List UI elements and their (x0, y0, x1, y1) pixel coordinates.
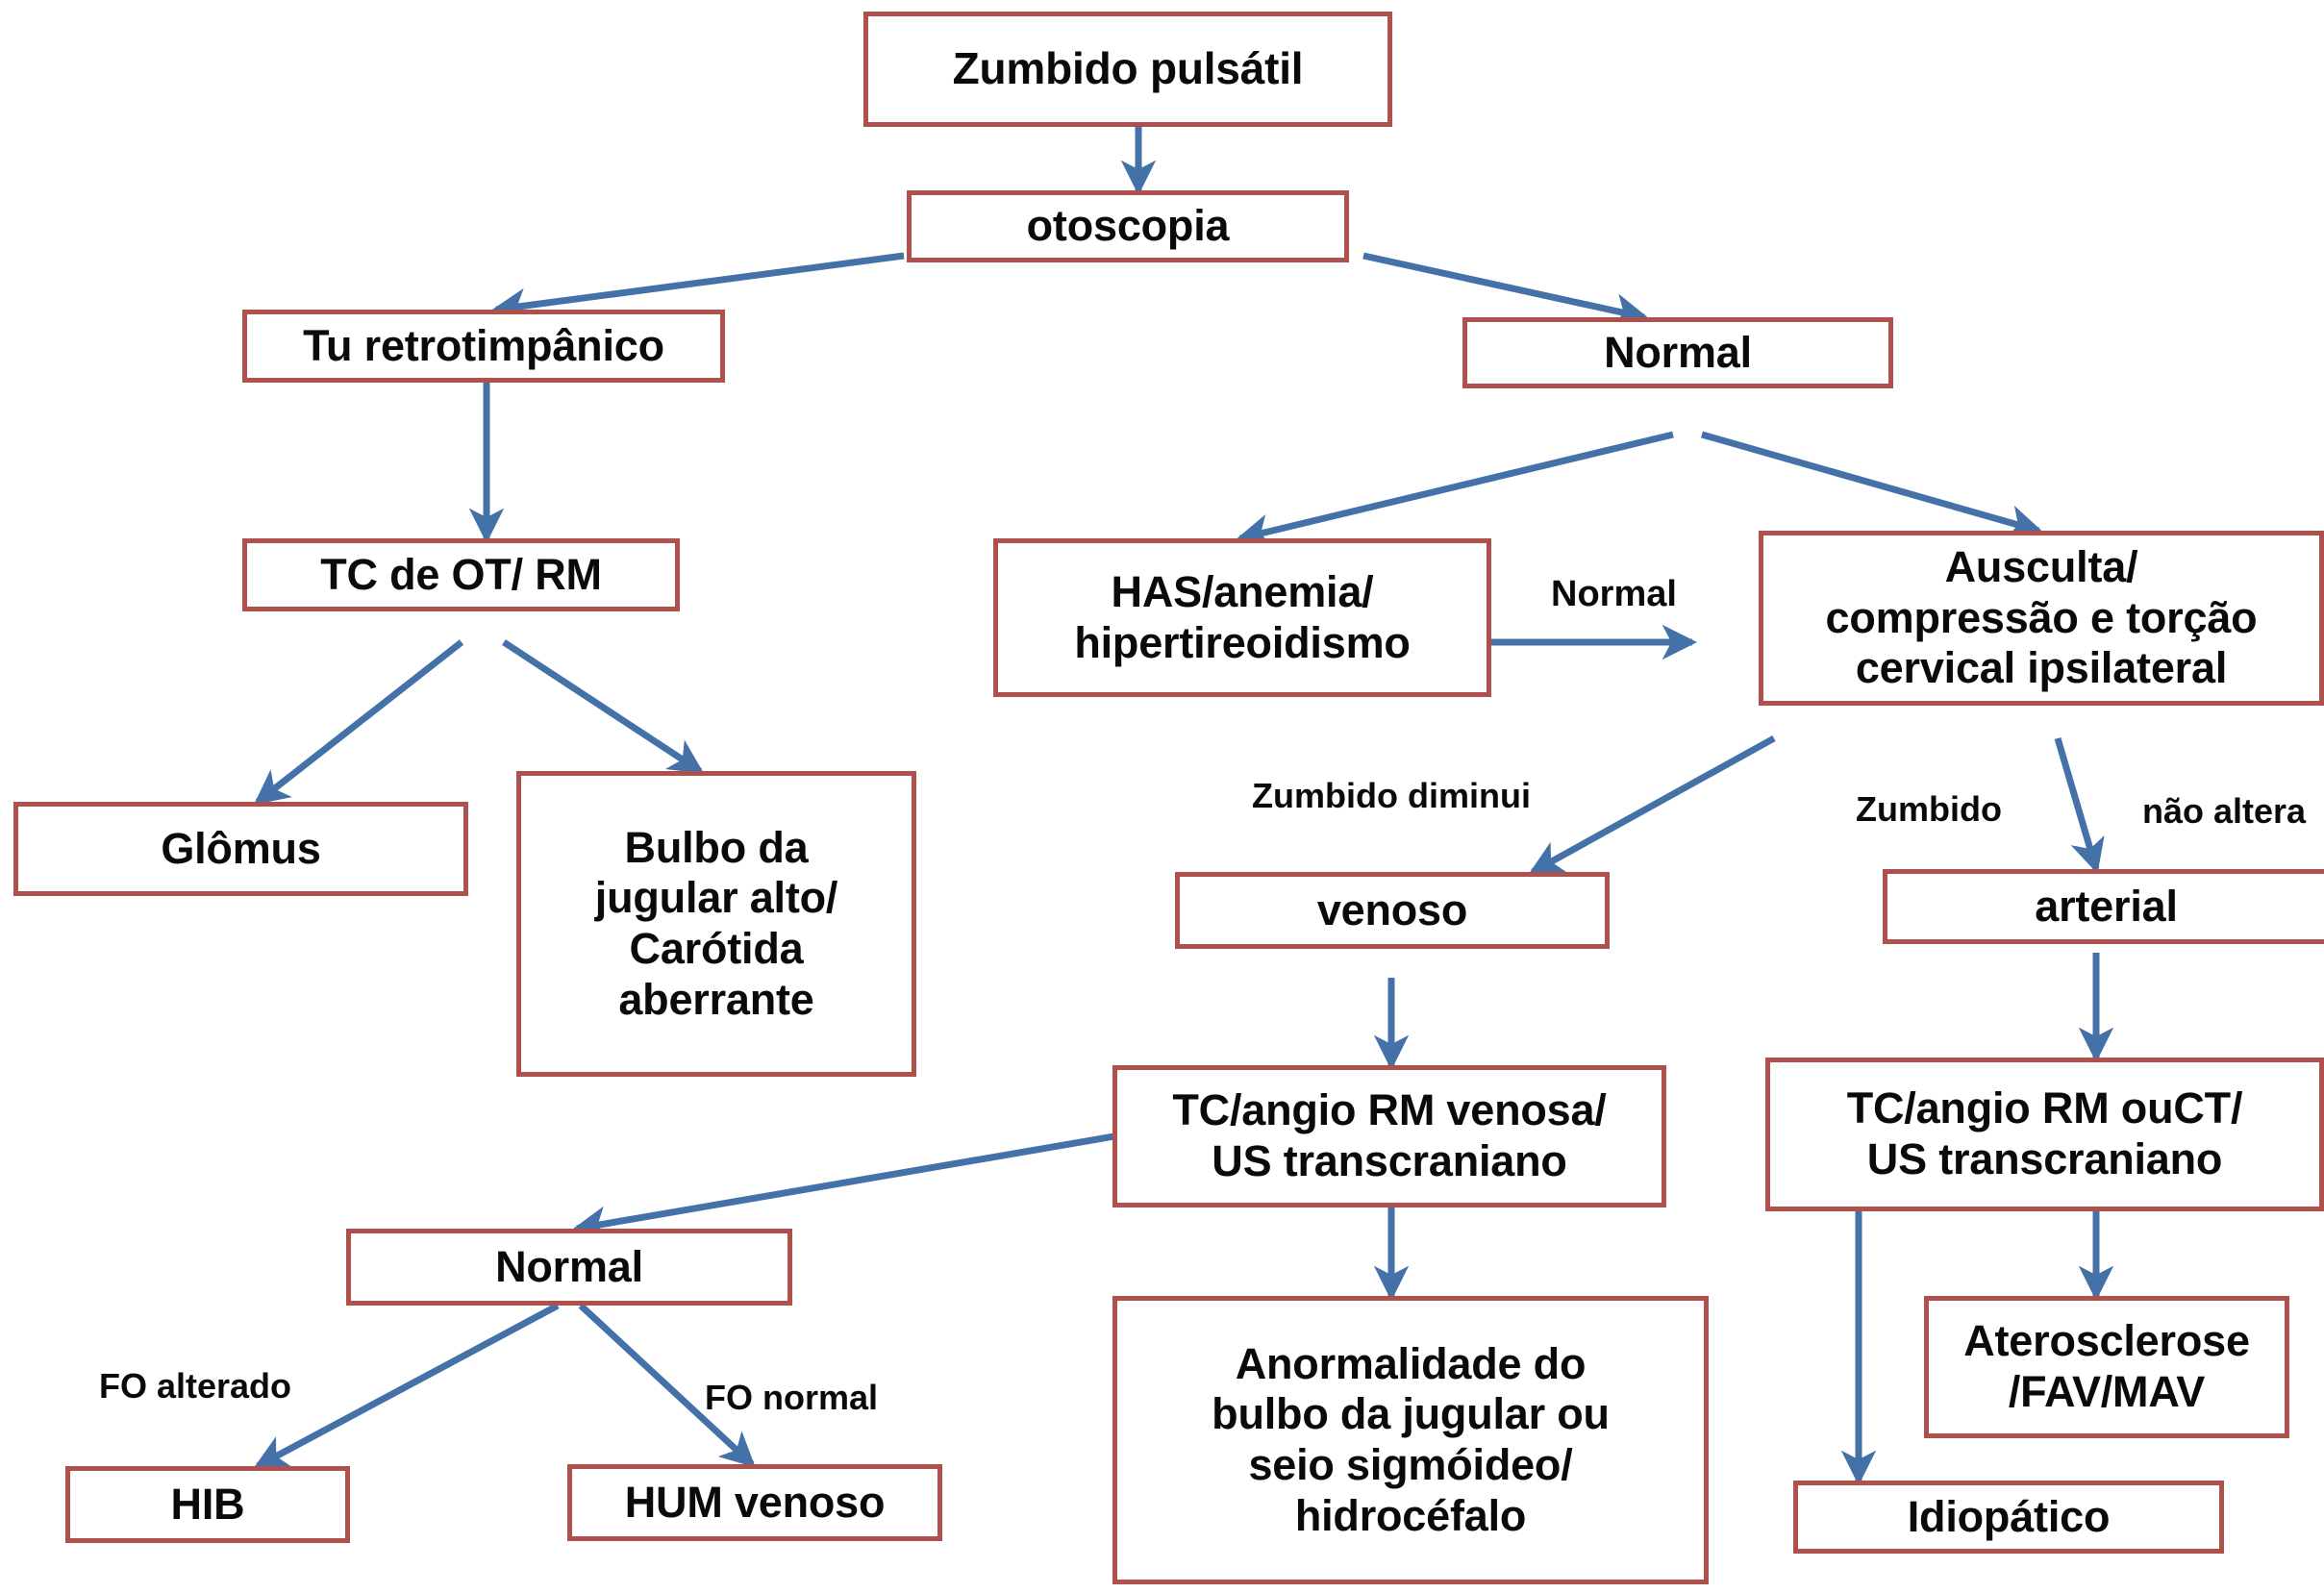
node-label: otoscopia (1026, 201, 1230, 251)
node-otoscopia[interactable]: otoscopia (907, 190, 1349, 262)
edge-tc-de-ot-to-glomus (253, 639, 464, 806)
edge-ausculta-to-arterial (2054, 737, 2105, 874)
node-normal-fo[interactable]: Normal (346, 1229, 792, 1306)
edge-otoscopia-to-tu-retrotimpanico (490, 252, 905, 323)
node-tc-angio-rm-venosa[interactable]: TC/angio RM venosa/ US transcraniano (1112, 1065, 1666, 1207)
edge-label-normal: Normal (1551, 574, 1677, 614)
node-label: Idiopático (1907, 1491, 2111, 1541)
edge-otoscopia-to-normal (1362, 252, 1649, 329)
node-label: arterial (2035, 881, 2178, 931)
node-tc-de-ot-rm[interactable]: TC de OT/ RM (242, 538, 680, 611)
edge-label-zumbido: Zumbido (1856, 789, 2002, 829)
node-label: Anormalidade do bulbo da jugular ou seio… (1212, 1338, 1610, 1540)
node-label: HIB (170, 1479, 245, 1529)
node-idiopatico[interactable]: Idiopático (1793, 1481, 2224, 1554)
node-glomus[interactable]: Glômus (13, 802, 468, 896)
node-label: Tu retrotimpânico (303, 320, 664, 370)
node-label: Bulbo da jugular alto/ Carótida aberrant… (594, 822, 838, 1024)
node-label: Normal (495, 1241, 643, 1291)
edge-label-nao-altera: não altera (2142, 791, 2307, 831)
node-aterosclerose-fav-mav[interactable]: Aterosclerose /FAV/MAV (1924, 1296, 2289, 1438)
edge-normal-fo-to-hib (253, 1302, 560, 1470)
node-zumbido-pulsatil[interactable]: Zumbido pulsátil (863, 12, 1392, 127)
edge-label-fo-normal: FO normal (705, 1378, 879, 1417)
node-hum-venoso[interactable]: HUM venoso (567, 1464, 942, 1541)
node-bulbo-jugular-carotida[interactable]: Bulbo da jugular alto/ Carótida aberrant… (516, 771, 916, 1077)
node-tc-angio-rm-ouct[interactable]: TC/angio RM ouCT/ US transcraniano (1765, 1058, 2324, 1211)
edge-tc-de-ot-to-bulbo (502, 639, 705, 774)
edge-ausculta-to-venoso (1528, 734, 1776, 876)
node-normal-topo[interactable]: Normal (1462, 317, 1893, 388)
edge-normal-to-has (1236, 431, 1674, 549)
node-ausculta-compressao-torcao[interactable]: Ausculta/ compressão e torção cervical i… (1759, 531, 2324, 706)
node-label: Glômus (161, 823, 321, 873)
node-label: TC/angio RM venosa/ US transcraniano (1172, 1085, 1607, 1185)
node-has-anemia-hipertireoidismo[interactable]: HAS/anemia/ hipertireoidismo (993, 538, 1491, 697)
node-label: TC de OT/ RM (320, 549, 602, 599)
node-label: HUM venoso (624, 1477, 886, 1527)
node-venoso[interactable]: venoso (1175, 872, 1610, 949)
node-label: Normal (1604, 327, 1752, 377)
edge-tc-angio-venosa-to-normal-fo (571, 1129, 1137, 1241)
edge-normal-to-ausculta (1701, 431, 2043, 539)
node-label: Ausculta/ compressão e torção cervical i… (1825, 542, 2258, 693)
edge-label-zumbido-diminui: Zumbido diminui (1252, 776, 1531, 815)
node-label: Aterosclerose /FAV/MAV (1963, 1316, 2250, 1416)
node-hib[interactable]: HIB (65, 1466, 350, 1543)
node-tu-retrotimpanico[interactable]: Tu retrotimpânico (242, 310, 725, 383)
node-label: Zumbido pulsátil (952, 43, 1304, 94)
node-label: venoso (1316, 884, 1468, 934)
edge-label-fo-alterado: FO alterado (99, 1366, 292, 1406)
node-arterial[interactable]: arterial (1883, 869, 2324, 944)
node-label: HAS/anemia/ hipertireoidismo (1074, 566, 1411, 667)
node-anormalidade-bulbo-jugular[interactable]: Anormalidade do bulbo da jugular ou seio… (1112, 1296, 1709, 1584)
node-label: TC/angio RM ouCT/ US transcraniano (1846, 1083, 2243, 1183)
